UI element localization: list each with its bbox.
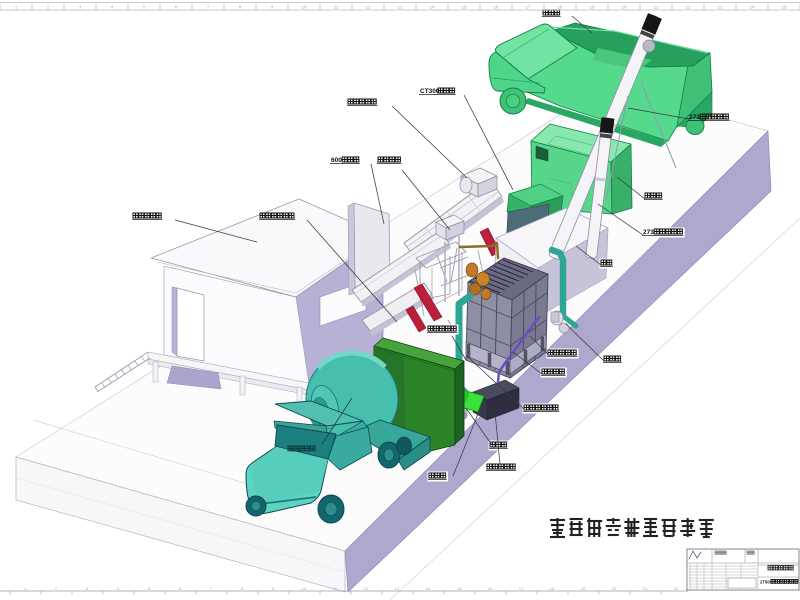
svg-text:18: 18 <box>550 586 555 591</box>
svg-text:9: 9 <box>271 4 274 9</box>
svg-text:19: 19 <box>581 586 586 591</box>
svg-text:18: 18 <box>558 4 563 9</box>
svg-text:22: 22 <box>674 586 679 591</box>
svg-text:4: 4 <box>111 4 114 9</box>
svg-text:6: 6 <box>179 586 182 591</box>
svg-text:13: 13 <box>395 586 400 591</box>
svg-text:23: 23 <box>718 4 723 9</box>
svg-text:19: 19 <box>590 4 595 9</box>
svg-text:20: 20 <box>622 4 627 9</box>
svg-text:25: 25 <box>782 4 787 9</box>
svg-text:24: 24 <box>750 4 755 9</box>
svg-text:5: 5 <box>148 586 151 591</box>
svg-text:10: 10 <box>302 4 307 9</box>
svg-text:14: 14 <box>426 586 431 591</box>
svg-text:17: 17 <box>526 4 531 9</box>
svg-text:20: 20 <box>612 586 617 591</box>
svg-text:14: 14 <box>430 4 435 9</box>
svg-text:10: 10 <box>302 586 307 591</box>
svg-text:3: 3 <box>86 586 89 591</box>
svg-text:7: 7 <box>210 586 213 591</box>
svg-text:15: 15 <box>462 4 467 9</box>
svg-text:3: 3 <box>79 4 82 9</box>
svg-text:7: 7 <box>207 4 210 9</box>
svg-text:17: 17 <box>519 586 524 591</box>
svg-text:1: 1 <box>24 586 27 591</box>
svg-text:CT300: CT300 <box>420 88 440 95</box>
svg-text:6: 6 <box>175 4 178 9</box>
svg-text:13: 13 <box>398 4 403 9</box>
svg-text:600: 600 <box>331 157 342 164</box>
svg-text:273: 273 <box>689 114 700 121</box>
svg-text:1: 1 <box>15 4 18 9</box>
svg-text:4: 4 <box>117 586 120 591</box>
svg-text:9: 9 <box>272 586 275 591</box>
svg-text:5: 5 <box>143 4 146 9</box>
svg-text:21: 21 <box>643 586 648 591</box>
svg-text:21: 21 <box>654 4 659 9</box>
svg-text:11: 11 <box>333 586 338 591</box>
svg-text:12: 12 <box>364 586 369 591</box>
svg-text:22: 22 <box>686 4 691 9</box>
svg-text:8: 8 <box>239 4 242 9</box>
svg-text:8: 8 <box>241 586 244 591</box>
svg-text:15: 15 <box>457 586 462 591</box>
svg-text:16: 16 <box>488 586 493 591</box>
svg-text:12: 12 <box>366 4 371 9</box>
svg-text:2T500: 2T500 <box>760 580 773 585</box>
svg-text:2: 2 <box>47 4 50 9</box>
svg-text:16: 16 <box>494 4 499 9</box>
svg-text:2: 2 <box>55 586 58 591</box>
svg-text:11: 11 <box>334 4 339 9</box>
svg-text:273: 273 <box>643 229 654 236</box>
